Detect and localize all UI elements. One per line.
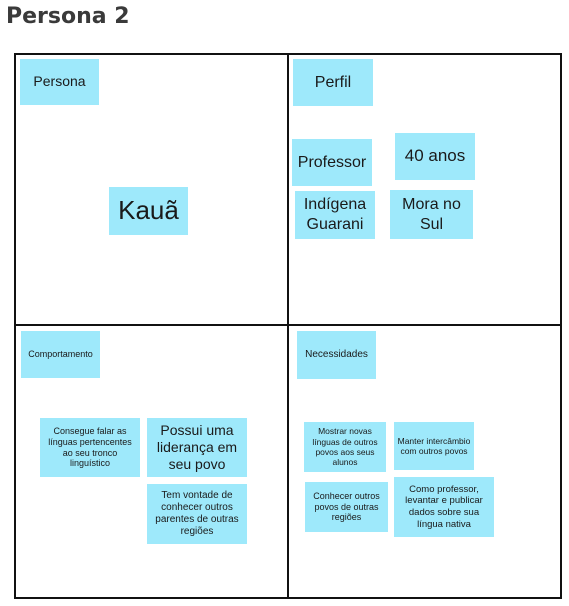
horizontal-divider: [14, 324, 562, 326]
sticky-persona-header[interactable]: Persona: [20, 59, 99, 105]
sticky-comportamento-relatives[interactable]: Tem vontade de conhecer outros parentes …: [147, 484, 247, 544]
sticky-necessidades-header[interactable]: Necessidades: [297, 331, 376, 379]
sticky-necessidades-publish-data[interactable]: Como professor, levantar e publicar dado…: [394, 477, 494, 537]
sticky-comportamento-leadership[interactable]: Possui uma liderança em seu povo: [147, 418, 247, 477]
sticky-perfil-age[interactable]: 40 anos: [395, 133, 475, 180]
sticky-comportamento-languages[interactable]: Consegue falar as línguas pertencentes a…: [40, 418, 140, 477]
sticky-perfil-location[interactable]: Mora no Sul: [390, 190, 473, 239]
page-title: Persona 2: [6, 4, 130, 29]
sticky-comportamento-header[interactable]: Comportamento: [21, 331, 100, 378]
vertical-divider: [287, 53, 289, 599]
sticky-necessidades-meet-peoples[interactable]: Conhecer outros povos de outras regiões: [305, 482, 388, 532]
sticky-persona-name[interactable]: Kauã: [109, 187, 188, 235]
sticky-perfil-header[interactable]: Perfil: [293, 59, 373, 106]
sticky-necessidades-show-languages[interactable]: Mostrar novas línguas de outros povos ao…: [304, 422, 386, 472]
sticky-perfil-ethnicity[interactable]: Indígena Guarani: [295, 191, 375, 239]
sticky-perfil-occupation[interactable]: Professor: [292, 139, 372, 186]
sticky-necessidades-exchange[interactable]: Manter intercâmbio com outros povos: [394, 422, 474, 470]
